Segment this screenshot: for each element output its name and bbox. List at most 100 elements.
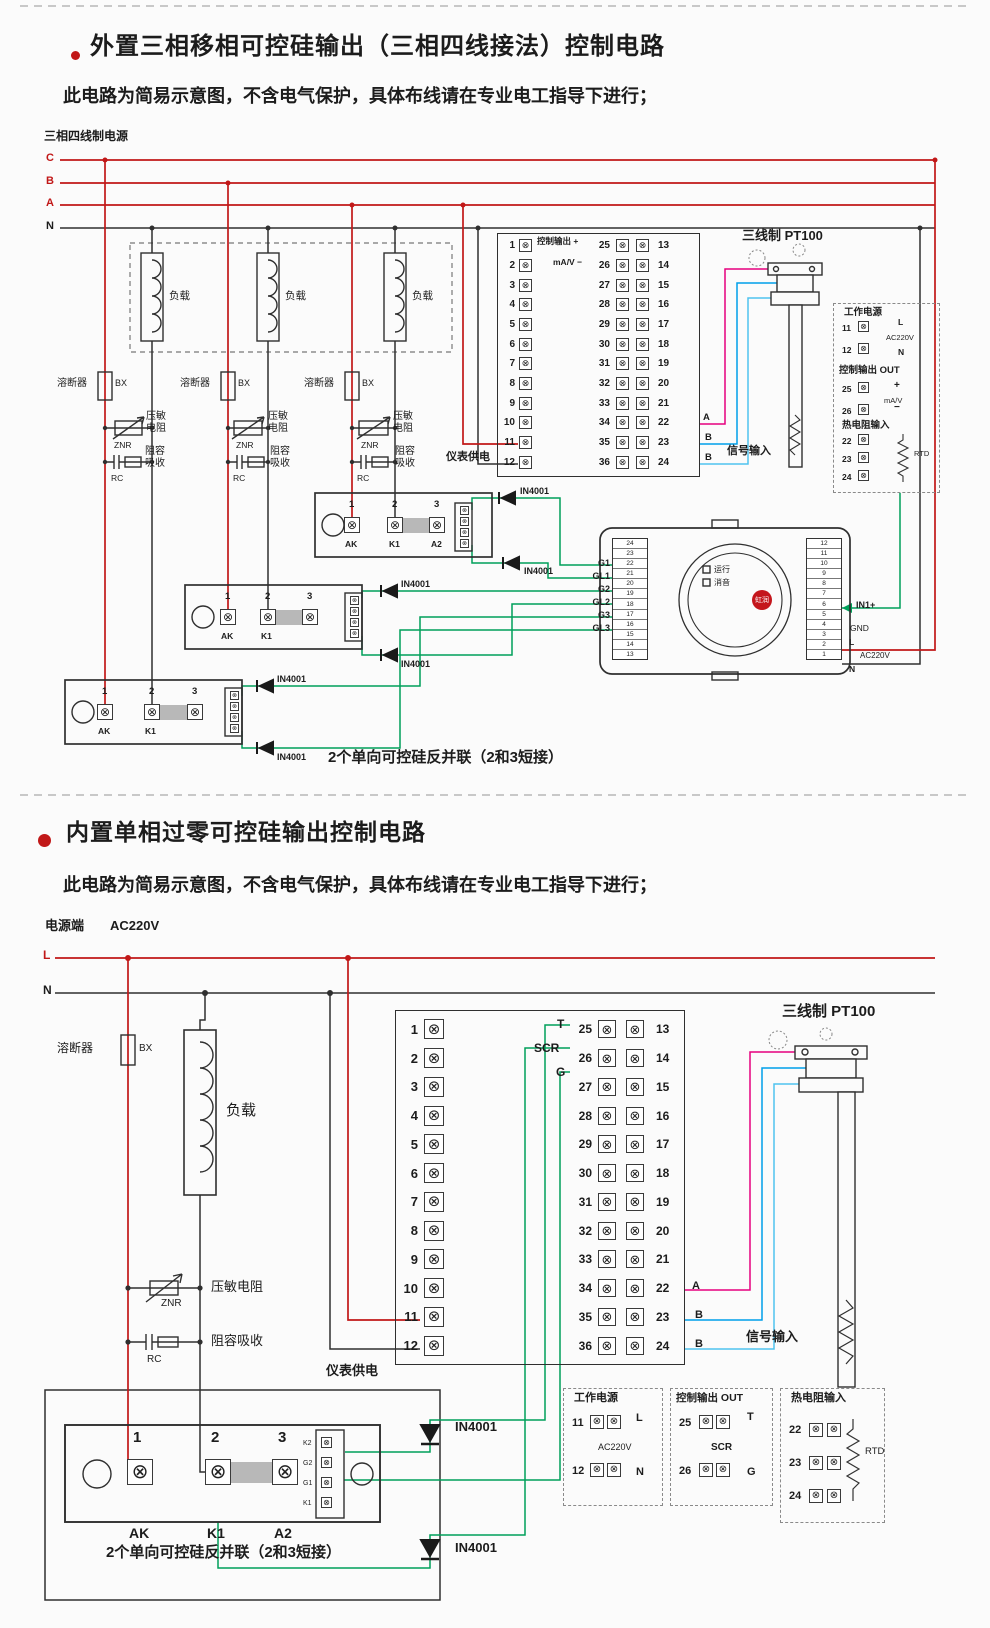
signal-input-label: 信号输入 bbox=[746, 1329, 799, 1344]
terminal-number: 16 bbox=[656, 1108, 670, 1123]
terminal-screw-icon: ⊗ bbox=[858, 321, 869, 332]
terminal-screw-icon: ⊗ bbox=[230, 724, 239, 733]
terminal-number: 22 bbox=[656, 1281, 670, 1296]
line-l-label: L bbox=[849, 637, 855, 647]
terminal-number: 24 bbox=[658, 456, 670, 468]
controller-terminal: 18 bbox=[613, 598, 647, 608]
fuse-icon bbox=[344, 371, 360, 401]
terminal-row: 12 ⊗ 36 ⊗ ⊗ 24 bbox=[400, 1331, 682, 1360]
terminal-number: 8 bbox=[410, 1223, 418, 1239]
controller-terminal: 15 bbox=[613, 628, 647, 639]
conn-label: G1 bbox=[303, 1480, 313, 1487]
controller-terminal: 1 bbox=[807, 648, 841, 659]
varistor-icon bbox=[149, 1280, 179, 1296]
terminal-screw-icon: ⊗ bbox=[387, 517, 403, 533]
terminal-row: 11 ⊗ 35 ⊗ ⊗ 23 bbox=[501, 433, 696, 453]
controller-terminal: 14 bbox=[613, 638, 647, 649]
controller-terminal: 7 bbox=[807, 588, 841, 598]
terminal-screw-icon: ⊗ bbox=[616, 239, 629, 253]
terminal-screw-icon: ⊗ bbox=[424, 1191, 444, 1212]
controller-terminal: 11 bbox=[807, 548, 841, 558]
conn-label: K2 bbox=[303, 1440, 312, 1447]
terminal-number: 5 bbox=[410, 1136, 418, 1152]
terminal-screw-icon: ⊗ bbox=[205, 1459, 231, 1485]
terminal-block: 1 ⊗ 25 ⊗ ⊗ 13 2 ⊗ 26 ⊗ ⊗ 14 3 ⊗ 27 ⊗ ⊗ 1… bbox=[395, 1010, 685, 1365]
rc-code: RC bbox=[147, 1354, 162, 1365]
terminal-screw-icon: ⊗ bbox=[519, 455, 532, 469]
terminal-screw-icon: ⊗ bbox=[230, 713, 239, 722]
terminal-number: 26 bbox=[679, 1465, 692, 1477]
terminal-number: 34 bbox=[598, 417, 610, 429]
varistor-icon bbox=[233, 420, 263, 436]
rtd-label: RTD bbox=[865, 1446, 885, 1457]
terminal-number: 31 bbox=[578, 1194, 592, 1209]
terminal-number: 18 bbox=[656, 1166, 670, 1181]
terminal-screw-icon: ⊗ bbox=[424, 1249, 444, 1270]
terminal-number: 12 bbox=[403, 1338, 418, 1354]
terminal-screw-icon: ⊗ bbox=[321, 1437, 332, 1448]
ac220v-label: AC220V bbox=[860, 651, 890, 660]
terminal-number: 2 bbox=[410, 1050, 418, 1066]
terminal-number: 26 bbox=[842, 406, 852, 416]
scr-ak-label: AK bbox=[221, 631, 234, 641]
scr-scr-label: SCR bbox=[534, 1041, 560, 1055]
terminal-screw-icon: ⊗ bbox=[460, 517, 469, 526]
terminal-number: 25 bbox=[598, 240, 610, 252]
terminal-number: 7 bbox=[410, 1194, 418, 1210]
terminal-screw-icon: ⊗ bbox=[616, 396, 629, 410]
terminal-row: 10 ⊗ 34 ⊗ ⊗ 22 bbox=[501, 413, 696, 433]
gate-label: GL1 bbox=[592, 571, 610, 581]
terminal-row: 3 ⊗ 27 ⊗ ⊗ 15 bbox=[501, 275, 696, 295]
ac220v-label: AC220V bbox=[886, 333, 914, 342]
terminal-screw-icon: ⊗ bbox=[616, 455, 629, 469]
mav-minus-label: mA/V − bbox=[553, 257, 583, 267]
scr-scr-label: SCR bbox=[711, 1442, 733, 1453]
terminal-number: 29 bbox=[578, 1137, 592, 1152]
pt100-probe bbox=[794, 1045, 868, 1388]
rc-icon bbox=[371, 456, 389, 468]
terminal-screw-icon: ⊗ bbox=[321, 1477, 332, 1488]
ctrl-output-box: 控制输出 OUT 25 ⊗ ⊗ T SCR 26 ⊗ ⊗ G bbox=[670, 1388, 773, 1506]
terminal-number: 13 bbox=[656, 1022, 670, 1037]
power-system-label: 三相四线制电源 bbox=[44, 129, 129, 143]
varistor-label: 压敏 bbox=[393, 411, 413, 422]
rc-code: RC bbox=[111, 473, 124, 483]
terminal-screw-icon: ⊗ bbox=[626, 1336, 644, 1355]
rtd-terminal-row: 22 ⊗ ⊗ bbox=[789, 1413, 841, 1446]
terminal-screw-icon: ⊗ bbox=[827, 1422, 841, 1437]
red-junction-dots bbox=[102, 157, 938, 961]
controller-mute-label: 消音 bbox=[714, 578, 730, 587]
work-power-title: 工作电源 bbox=[844, 307, 883, 318]
terminal-screw-icon: ⊗ bbox=[616, 377, 629, 391]
scr-term-number: 2 bbox=[392, 499, 398, 510]
line-l-label: L bbox=[43, 948, 51, 962]
terminal-screw-icon: ⊗ bbox=[699, 1415, 713, 1429]
terminal-screw-icon: ⊗ bbox=[598, 1279, 616, 1298]
dark-junction-dots bbox=[102, 225, 923, 1345]
terminal-screw-icon: ⊗ bbox=[858, 452, 869, 463]
terminal-number: 36 bbox=[578, 1338, 592, 1353]
terminal-screw-icon: ⊗ bbox=[350, 629, 359, 638]
load-coil bbox=[256, 252, 280, 342]
terminal-number: 7 bbox=[509, 358, 515, 370]
terminal-number: 17 bbox=[656, 1137, 670, 1152]
section1-caption: 2个单向可控硅反并联（2和3短接） bbox=[328, 749, 564, 766]
pt100-label: 三线制 PT100 bbox=[782, 1003, 876, 1020]
terminal-screw-icon: ⊗ bbox=[220, 609, 236, 625]
terminal-screw-icon: ⊗ bbox=[858, 404, 869, 415]
terminal-number: 2 bbox=[509, 260, 515, 271]
terminal-screw-icon: ⊗ bbox=[590, 1463, 604, 1477]
rc-label: 阻容吸收 bbox=[211, 1333, 264, 1348]
scr-term-number: 1 bbox=[349, 499, 355, 510]
dashed-guides bbox=[20, 5, 970, 796]
terminal-screw-icon: ⊗ bbox=[626, 1307, 644, 1326]
gate-label: G3 bbox=[597, 610, 610, 620]
terminal-screw-icon: ⊗ bbox=[321, 1497, 332, 1508]
rc-label: 吸收 bbox=[395, 458, 415, 469]
znr-label: ZNR bbox=[114, 440, 132, 450]
signal-a-label: A bbox=[703, 412, 710, 423]
line-n-label: N bbox=[849, 664, 856, 674]
varistor-icon bbox=[114, 420, 143, 436]
terminal-row: 2 ⊗ 26 ⊗ ⊗ 14 bbox=[400, 1044, 682, 1073]
terminal-screw-icon: ⊗ bbox=[344, 517, 360, 533]
